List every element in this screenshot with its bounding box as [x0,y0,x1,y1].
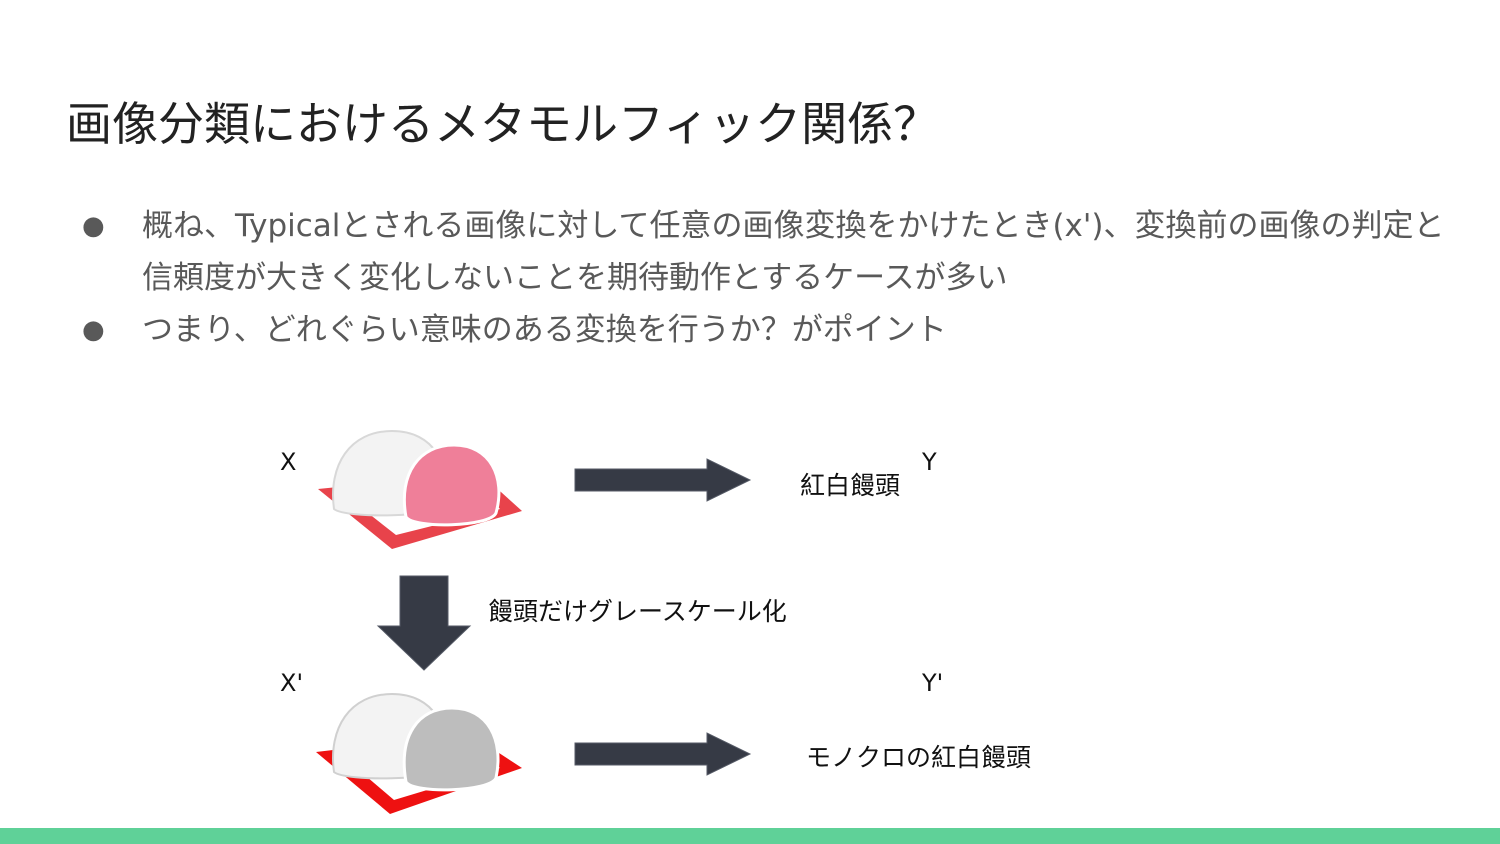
gray-manju [402,706,500,792]
manju-image-grayscale [316,692,522,814]
label-x-prime: X' [280,669,304,697]
label-y-prime: Y' [922,669,944,697]
slide-title: 画像分類におけるメタモルフィック関係？ [66,97,940,151]
bullet-marker: ● [82,315,105,345]
bullet-marker: ● [82,211,105,241]
bullet-list: ● 概ね、Typicalとされる画像に対して任意の画像変換をかけたとき(x')、… [0,200,1500,356]
pink-manju [403,443,501,527]
bullet-item: ● 概ね、Typicalとされる画像に対して任意の画像変換をかけたとき(x')、… [0,200,1500,304]
right-arrow-icon [574,458,752,502]
down-arrow-icon [376,575,472,671]
bullet-text: 概ね、Typicalとされる画像に対して任意の画像変換をかけたとき(x')、変換… [142,208,1445,296]
bullet-item: ● つまり、どれぐらい意味のある変換を行うか？がポイント [0,304,1500,356]
manju-image-original [318,429,522,549]
bullet-text: つまり、どれぐらい意味のある変換を行うか？がポイント [142,312,947,348]
right-arrow-icon [574,732,752,776]
output-transformed-label: モノクロの紅白饅頭 [806,743,1032,772]
footer-accent-bar [0,828,1500,844]
transform-label: 饅頭だけグレースケール化 [488,597,787,626]
label-y: Y [922,448,937,476]
output-original-label: 紅白饅頭 [800,471,901,500]
label-x: X [280,448,297,476]
